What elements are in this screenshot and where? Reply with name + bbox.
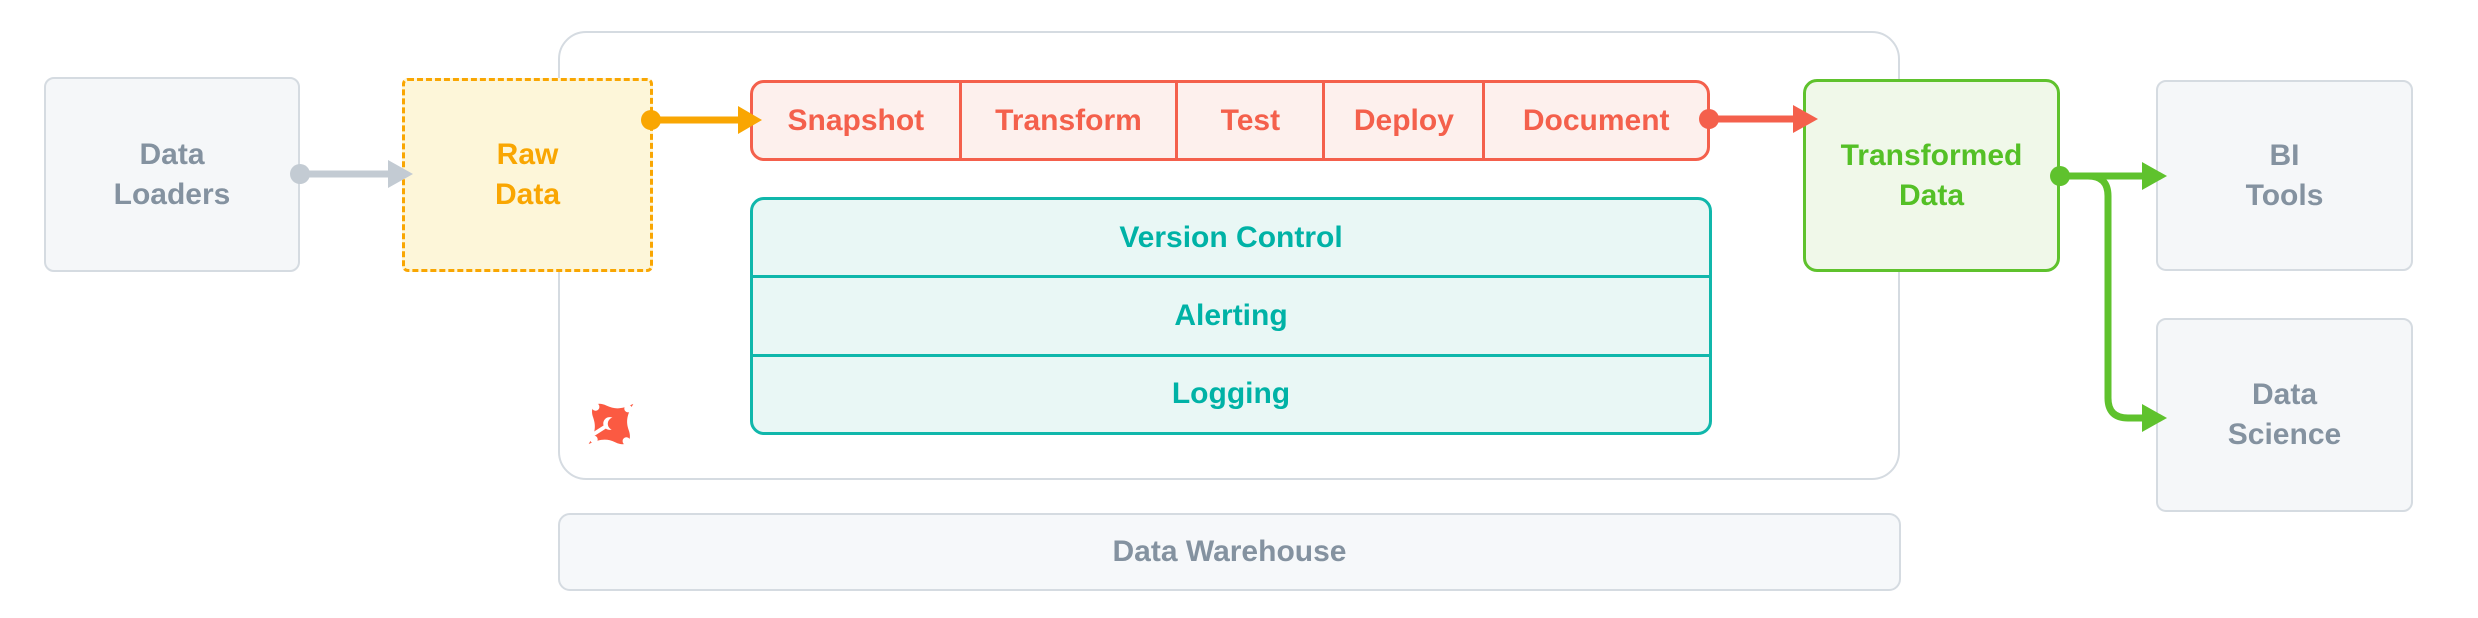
node-data-science: Data Science <box>2156 318 2413 512</box>
arrow-transformed-to-bi <box>2050 162 2167 190</box>
node-label: Data <box>1898 178 1965 212</box>
pipeline-step-test: Test <box>1175 83 1322 158</box>
node-data-warehouse: Data Warehouse <box>558 513 1901 591</box>
node-transformed-data: Transformed Data <box>1803 79 2060 272</box>
node-bi-tools: BI Tools <box>2156 80 2413 271</box>
node-raw-data: Raw Data <box>402 78 653 272</box>
arrow-loaders-to-raw <box>290 160 413 188</box>
node-label: Data Warehouse <box>1112 535 1347 568</box>
pipeline-steps-row: Snapshot Transform Test Deploy Document <box>750 80 1710 161</box>
node-label: Data <box>139 137 205 171</box>
node-label: Raw <box>496 138 559 171</box>
node-label: Science <box>2227 418 2342 451</box>
service-alerting: Alerting <box>753 275 1709 353</box>
pipeline-step-snapshot: Snapshot <box>787 103 925 137</box>
pipeline-step-transform: Transform <box>958 83 1176 158</box>
service-version-control: Version Control <box>1119 220 1343 254</box>
dbt-logo-icon <box>586 403 634 445</box>
service-logging: Logging <box>753 353 1709 432</box>
node-data-loaders: Data Loaders <box>44 77 300 272</box>
node-label: Data <box>2251 378 2318 411</box>
pipeline-step-document: Document <box>1482 83 1707 158</box>
node-label: Data <box>494 178 561 211</box>
node-label: BI <box>2269 138 2300 172</box>
services-stack: Version Control Alerting Logging <box>750 197 1712 435</box>
node-label: Transformed <box>1840 138 2023 172</box>
node-label: Tools <box>2245 178 2324 212</box>
pipeline-step-deploy: Deploy <box>1322 83 1482 158</box>
node-label: Loaders <box>113 177 231 211</box>
